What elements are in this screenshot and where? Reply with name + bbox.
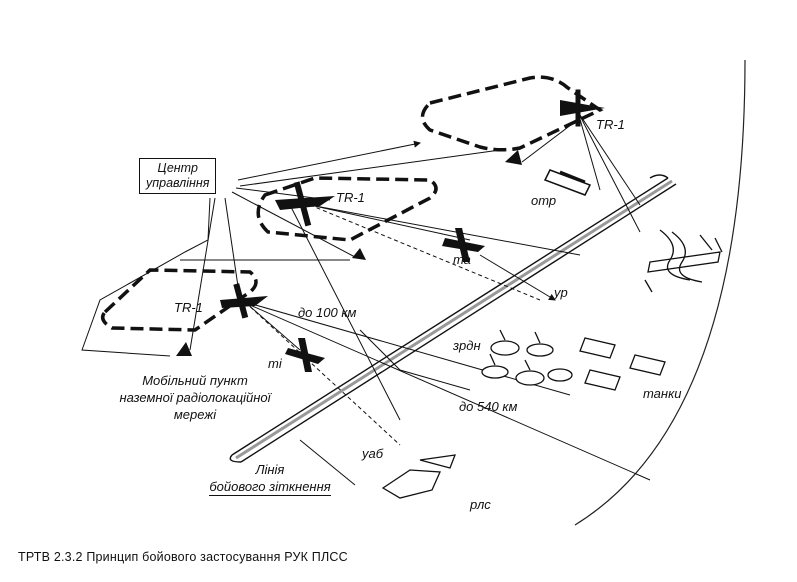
frontline-line2: бойового зіткнення <box>209 479 331 496</box>
tr1-aircraft-2-icon <box>275 181 335 227</box>
target-tanky-label: танки <box>643 386 682 401</box>
mobile-post-label: Мобільний пункт наземної радіолокаційної… <box>95 372 295 423</box>
range-540-label: до 540 км <box>459 399 518 414</box>
tr1-aircraft-1-icon <box>560 89 605 127</box>
target-rls-label: рлс <box>470 497 491 512</box>
orbit-1 <box>420 75 604 152</box>
mobile-post-line2: наземної радіолокаційної <box>119 390 271 405</box>
orbit-2 <box>256 176 438 242</box>
target-ur-label: ур <box>554 285 568 300</box>
control-center-box: Центр управління <box>139 158 217 194</box>
tr1-label-1: TR-1 <box>596 117 625 132</box>
bridge-river-icon <box>644 229 723 293</box>
vehicles-otr-icon <box>543 169 592 196</box>
figure-caption: ТРТВ 2.3.2 Принцип бойового застосування… <box>18 550 348 564</box>
range-100-label: до 100 км <box>298 305 357 320</box>
tr1-label-3: TR-1 <box>174 300 203 315</box>
tr1-label-2: TR-1 <box>336 190 365 205</box>
target-uab-label: уаб <box>362 446 384 461</box>
control-center-line1: Центр <box>157 161 198 175</box>
target-otr-label: отр <box>531 193 557 208</box>
orbit-3 <box>100 268 258 332</box>
frontline-strip <box>229 174 677 463</box>
enemy-aircraft-ti-icon <box>285 338 325 372</box>
horizon-curve <box>574 59 746 526</box>
target-zrdn-label: зрдн <box>453 338 481 353</box>
frontline-line1: Лінія <box>255 462 285 477</box>
vehicles-zrdn-icon <box>481 329 573 386</box>
datalink-lines <box>81 111 651 486</box>
mobile-post-line3: мережі <box>173 407 217 422</box>
radar-site-rls-icon <box>381 454 457 499</box>
target-ti-label: ті <box>268 356 282 371</box>
frontline-label: Лінія бойового зіткнення <box>190 461 350 496</box>
tr1-aircraft-3-icon <box>220 283 268 319</box>
target-ta-label: та <box>453 252 471 267</box>
enemy-aircraft-ta-icon <box>442 228 485 262</box>
mobile-post-line1: Мобільний пункт <box>142 373 248 388</box>
vehicles-tanks-icon <box>579 337 666 391</box>
control-center-line2: управління <box>146 176 210 190</box>
ground-station-1-icon <box>176 150 522 356</box>
